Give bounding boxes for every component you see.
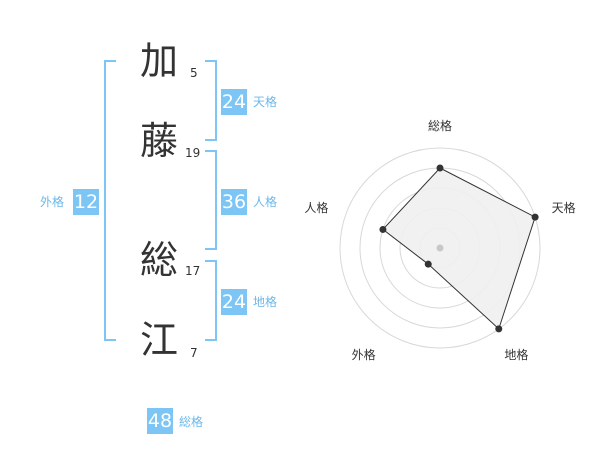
radar-point-1 [436,164,444,172]
radar-point-4 [424,260,432,268]
stroke-count-4: 7 [190,346,198,360]
soukaku-label: 総格 [179,415,204,429]
radar-point-2 [531,213,539,221]
stroke-count-3: 17 [185,264,201,278]
chikaku-value: 24 [221,289,247,315]
radar-center-dot [436,244,444,252]
name-char-3: 総 [140,238,179,282]
soukaku-value: 48 [147,408,173,434]
stroke-count-2: 19 [185,146,201,160]
name-char-2: 藤 [140,119,179,163]
stroke-count-1: 5 [190,66,198,80]
gaikaku-value: 12 [73,189,99,215]
tenkaku-bracket [205,60,217,141]
radar-polygon [382,167,536,330]
tenkaku-label: 天格 [253,95,278,109]
jinkaku-value: 36 [221,189,247,215]
chikaku-bracket [205,260,217,341]
jinkaku-bracket [205,150,217,250]
radar-axis-label: 地格 [504,347,528,362]
radar-point-5 [379,225,387,233]
radar-ring [339,147,541,349]
jinkaku-label: 人格 [253,195,278,209]
gaikaku-label: 外格 [40,195,65,209]
gaikaku-bracket [104,60,116,341]
radar-axis-label: 総格 [428,118,452,133]
radar-point-3 [495,325,503,333]
radar-axis-label: 天格 [552,200,576,215]
name-char-4: 江 [140,318,179,362]
tenkaku-value: 24 [221,89,247,115]
radar-axis-label: 人格 [304,200,328,215]
name-char-1: 加 [140,39,179,83]
chikaku-label: 地格 [253,295,278,309]
radar-axis-label: 外格 [352,347,376,362]
